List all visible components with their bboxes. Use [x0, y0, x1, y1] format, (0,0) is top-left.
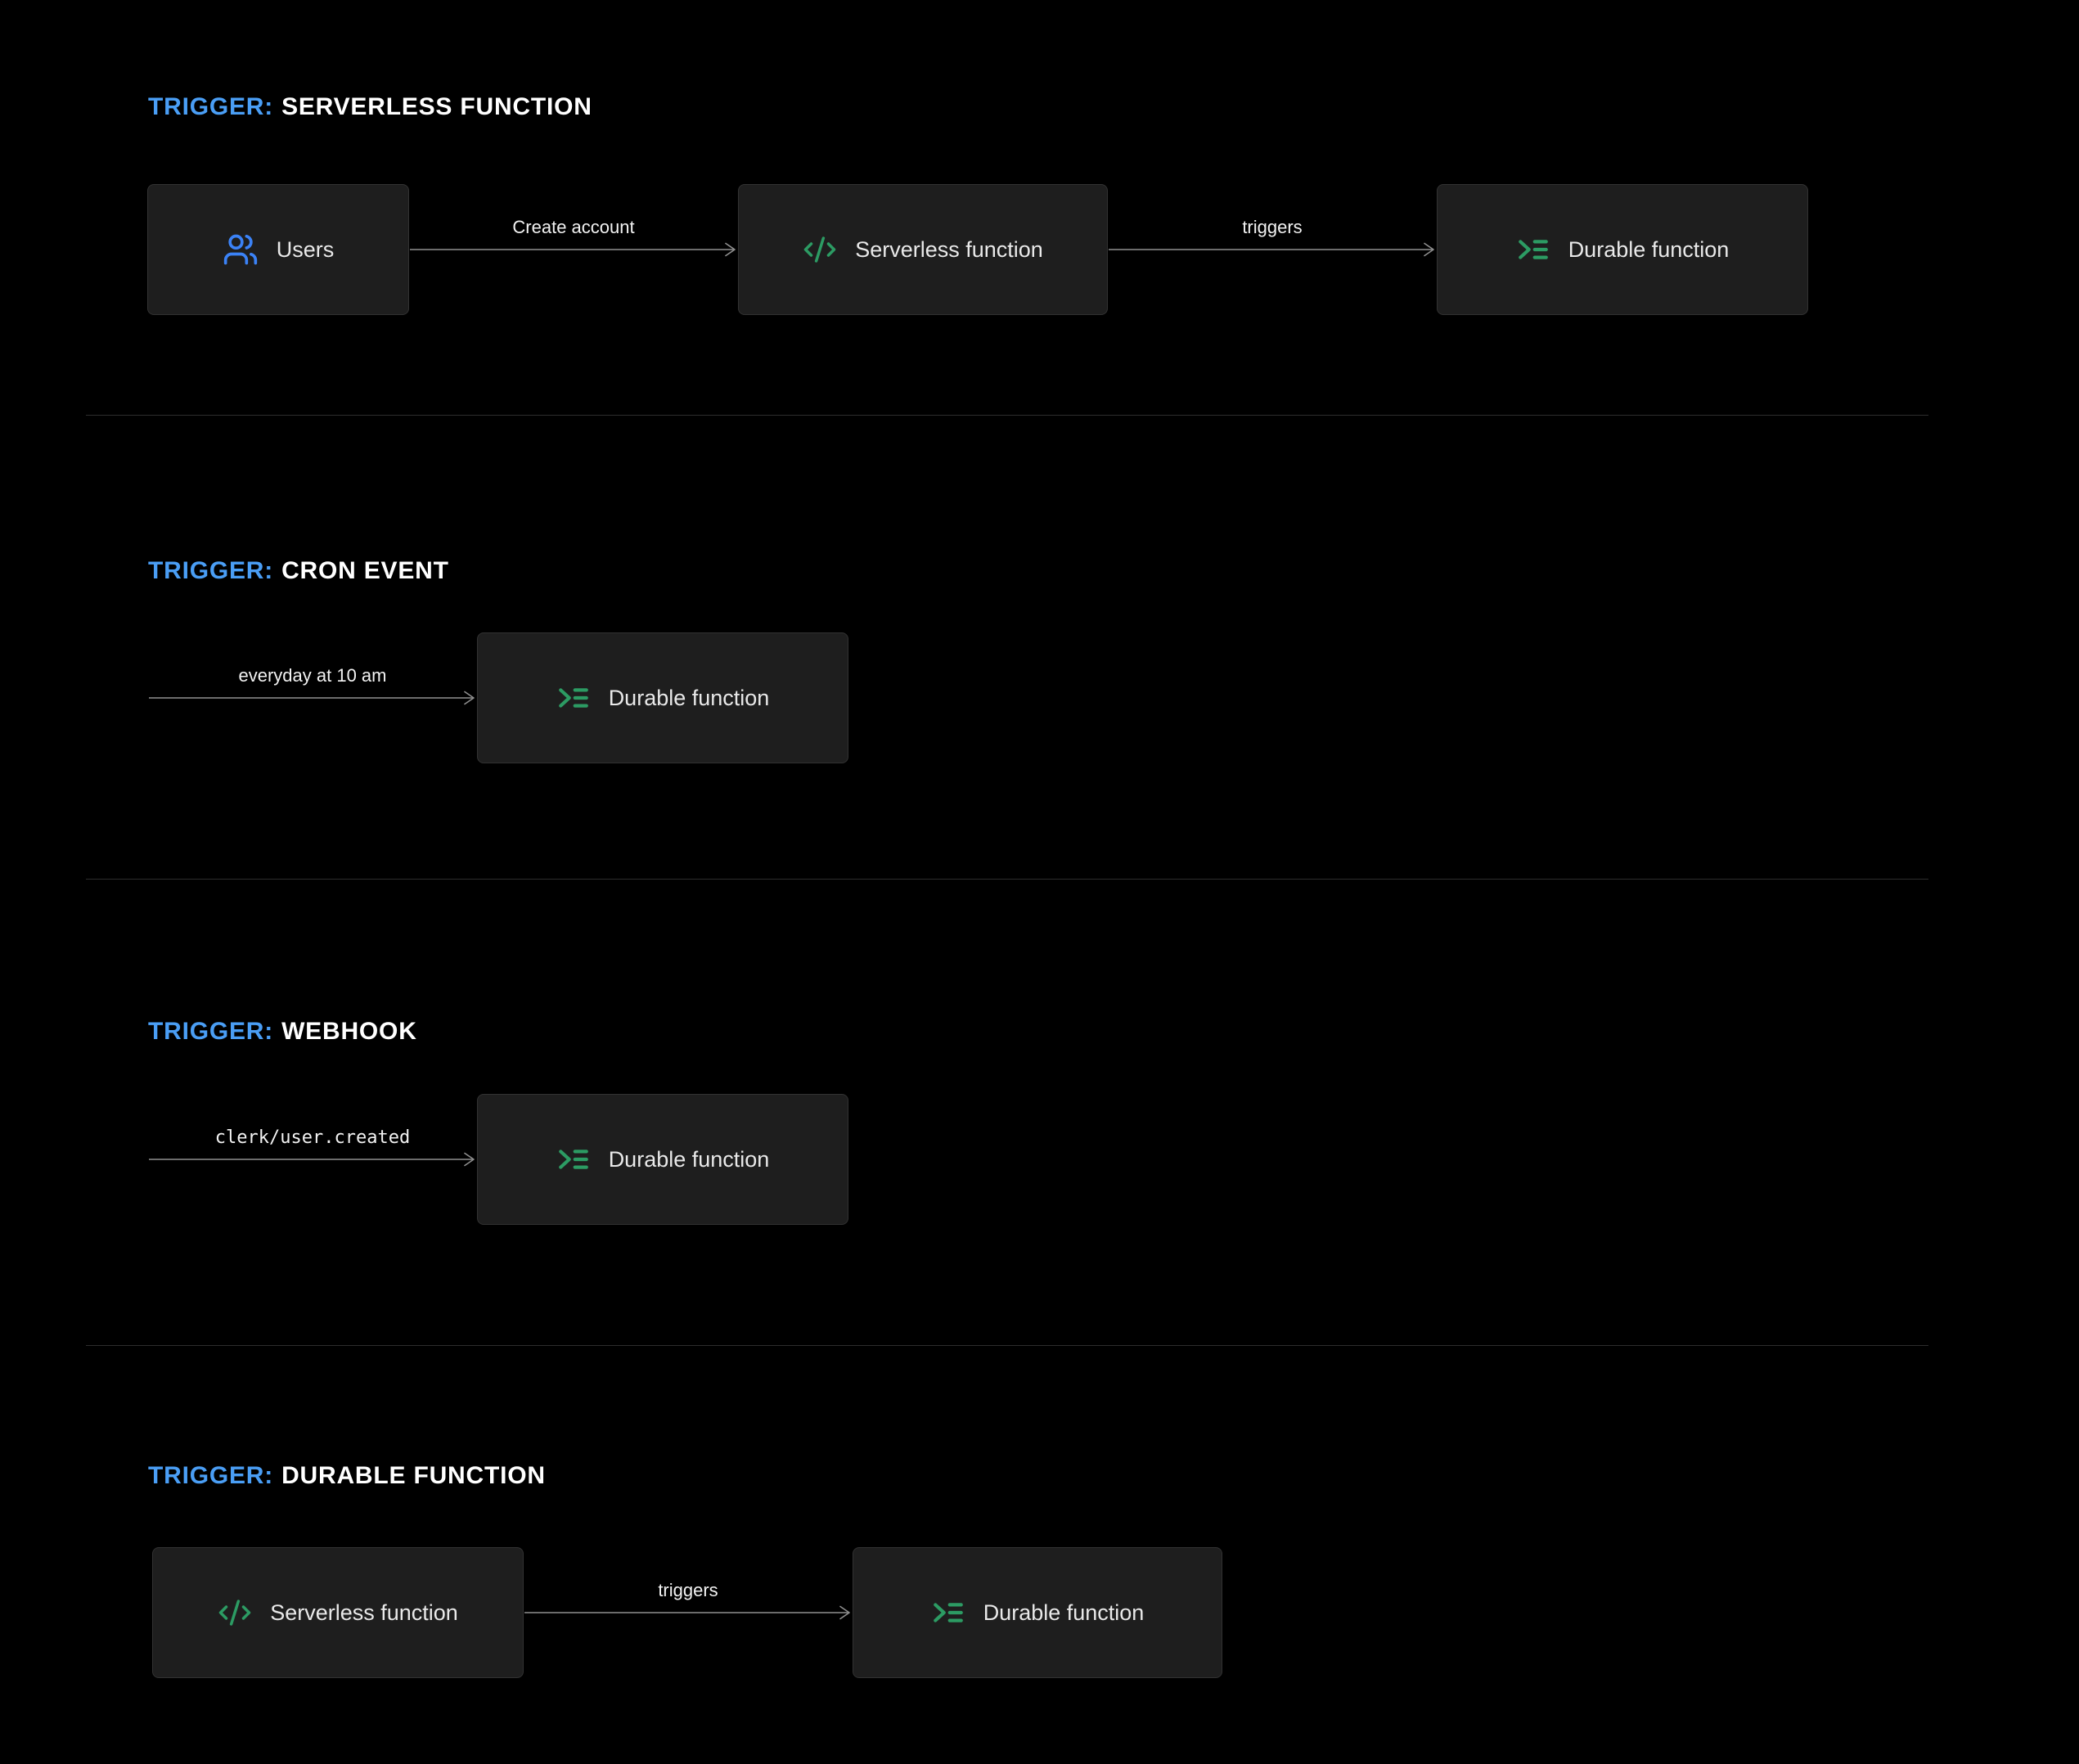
arrow-triggers: triggers	[524, 1547, 853, 1678]
node-label: Serverless function	[855, 236, 1043, 262]
title-text: WEBHOOK	[281, 1018, 417, 1045]
section-row-serverless-function: Users Create account Serverless function…	[147, 184, 1808, 315]
durable-function-icon	[556, 1142, 591, 1177]
arrow-label: everyday at 10 am	[238, 665, 387, 686]
section-divider	[86, 1345, 1928, 1346]
durable-function-icon	[556, 681, 591, 715]
arrow-line	[149, 1152, 475, 1167]
arrow-triggers: triggers	[1108, 184, 1437, 315]
arrow-line	[410, 242, 736, 257]
arrow-everyday-at-10am: everyday at 10 am	[148, 632, 477, 763]
node-label: Durable function	[983, 1600, 1145, 1625]
section-title-webhook: TRIGGER: WEBHOOK	[148, 1018, 417, 1046]
title-prefix: TRIGGER:	[148, 1018, 274, 1045]
title-prefix: TRIGGER:	[148, 557, 274, 584]
arrow-label: triggers	[1242, 217, 1303, 237]
node-label: Serverless function	[270, 1600, 458, 1625]
arrow-line	[524, 1605, 850, 1620]
title-prefix: TRIGGER:	[148, 93, 274, 120]
section-title-serverless-function: TRIGGER: SERVERLESS FUNCTION	[148, 93, 592, 121]
durable-function-icon	[931, 1595, 965, 1630]
node-durable-function: Durable function	[1437, 184, 1808, 315]
node-durable-function: Durable function	[853, 1547, 1222, 1678]
arrow-label: clerk/user.created	[214, 1127, 411, 1148]
section-row-durable-function: Serverless function triggers Durable fun…	[152, 1547, 1222, 1678]
node-label: Durable function	[608, 1146, 770, 1172]
section-title-durable-function: TRIGGER: DURABLE FUNCTION	[148, 1462, 546, 1490]
section-title-cron-event: TRIGGER: CRON EVENT	[148, 557, 449, 585]
arrow-label: Create account	[512, 217, 635, 237]
arrow-create-account: Create account	[409, 184, 738, 315]
title-text: DURABLE FUNCTION	[281, 1462, 546, 1489]
section-row-webhook: clerk/user.created Durable function	[148, 1094, 848, 1225]
node-label: Users	[276, 236, 335, 262]
node-durable-function: Durable function	[477, 1094, 848, 1225]
code-icon	[218, 1595, 252, 1630]
users-icon	[223, 232, 259, 268]
arrow-line	[149, 691, 475, 705]
durable-function-icon	[1516, 232, 1550, 267]
node-label: Durable function	[608, 685, 770, 710]
node-users: Users	[147, 184, 409, 315]
title-text: SERVERLESS FUNCTION	[281, 93, 592, 120]
title-text: CRON EVENT	[281, 557, 449, 584]
arrow-clerk-user-created: clerk/user.created	[148, 1094, 477, 1225]
title-prefix: TRIGGER:	[148, 1462, 274, 1489]
arrow-label: triggers	[658, 1580, 718, 1600]
code-icon	[803, 232, 837, 267]
section-row-cron-event: everyday at 10 am Durable function	[148, 632, 848, 763]
section-divider	[86, 415, 1928, 416]
node-serverless-function: Serverless function	[738, 184, 1108, 315]
arrow-line	[1109, 242, 1434, 257]
node-label: Durable function	[1568, 236, 1730, 262]
section-divider	[86, 879, 1928, 880]
node-serverless-function: Serverless function	[152, 1547, 524, 1678]
node-durable-function: Durable function	[477, 632, 848, 763]
